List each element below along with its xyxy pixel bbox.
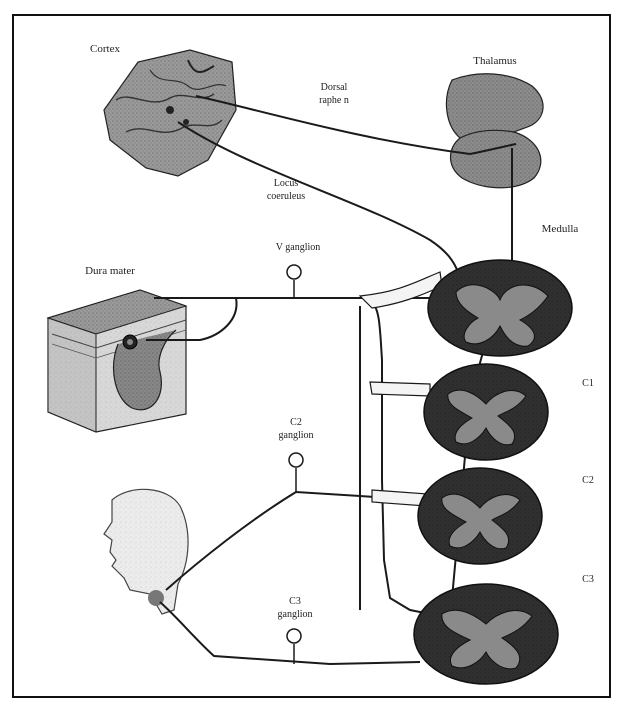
label-dura-mater: Dura mater — [85, 265, 135, 277]
medulla-section — [428, 260, 572, 356]
c3-section — [414, 584, 558, 684]
label-medulla: Medulla — [542, 223, 579, 235]
c3-ganglion-cell — [287, 629, 301, 643]
label-dorsal-raphe-line1: Dorsal — [321, 82, 348, 93]
label-c1: C1 — [582, 378, 594, 389]
label-c3-ganglion-line1: C3 — [289, 596, 301, 607]
label-c2-ganglion-line1: C2 — [290, 417, 302, 428]
label-cortex: Cortex — [90, 43, 120, 55]
c2-section — [418, 468, 542, 564]
label-v-ganglion: V ganglion — [276, 242, 321, 253]
label-locus-line2: coeruleus — [267, 191, 305, 202]
label-c3: C3 — [582, 574, 594, 585]
thalamus-illustration — [446, 74, 543, 188]
c2-ganglion-cell — [289, 453, 303, 467]
label-locus-line1: Locus — [274, 178, 299, 189]
dura-mater-illustration — [48, 290, 186, 432]
v-ganglion-cell — [287, 265, 301, 279]
c1-section — [424, 364, 548, 460]
label-c2-ganglion-line2: ganglion — [279, 430, 314, 441]
label-thalamus: Thalamus — [473, 55, 516, 67]
head-illustration — [104, 489, 188, 614]
label-c2: C2 — [582, 475, 594, 486]
label-dorsal-raphe-line2: raphe n — [319, 95, 349, 106]
label-c3-ganglion-line2: ganglion — [278, 609, 313, 620]
cortex-illustration — [104, 50, 236, 176]
